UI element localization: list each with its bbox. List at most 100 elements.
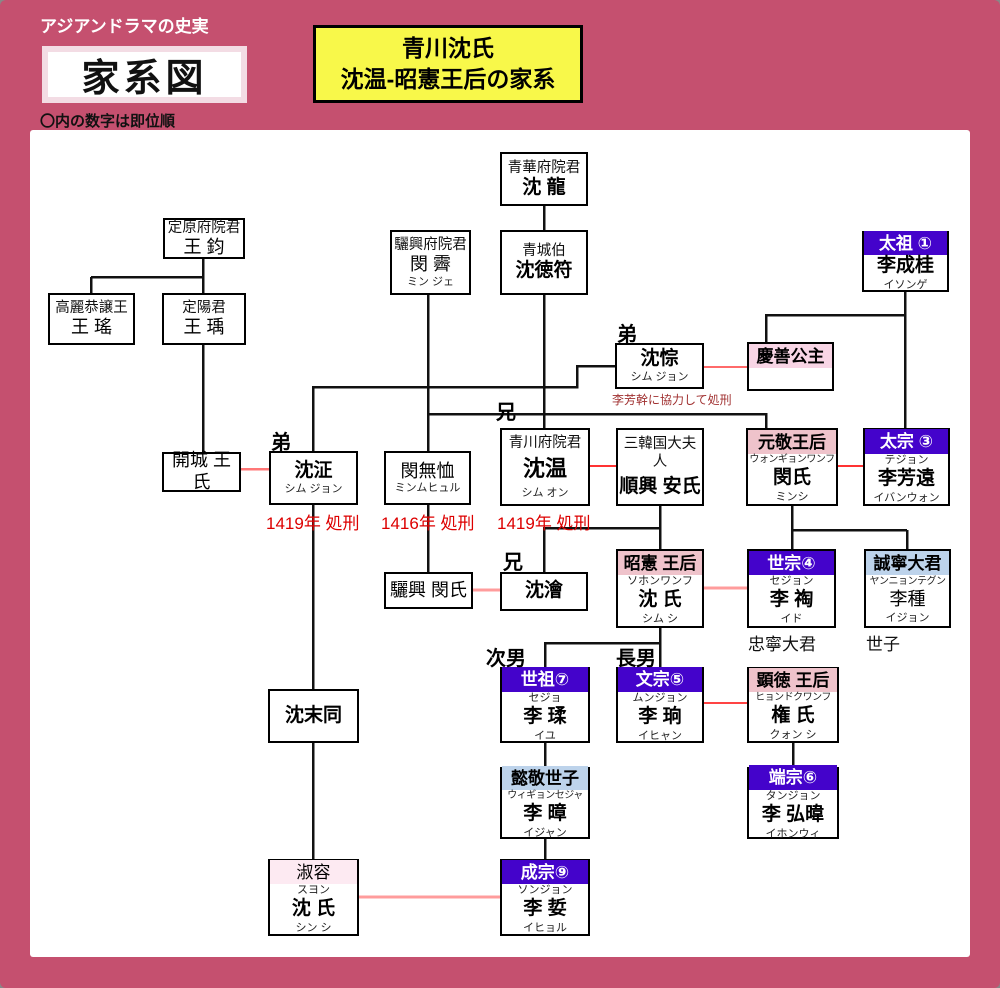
person-kana: ウィギョンセジャ <box>507 790 583 802</box>
person-box-gaeseong-wang: 開城 王氏 <box>162 450 241 492</box>
person-title: 驪興府院君 <box>394 237 467 254</box>
person-box-sukyong: 淑容 スヨン 沈 氏 シン シ <box>268 859 359 936</box>
king-header: 世宗④ <box>749 550 834 576</box>
legend-note: 〇内の数字は即位順 <box>40 113 176 130</box>
person-box-shim-jong: 沈悰 シム ジョン <box>615 343 704 389</box>
person-kana: ムンジョン <box>632 691 688 704</box>
relation-label-second-son: 次男 <box>486 648 526 670</box>
person-box-sunheung-an: 三韓国大夫人 順興 安氏 <box>616 428 704 506</box>
person-name: 李 娎 <box>523 898 567 920</box>
person-name: 開城 王氏 <box>171 450 231 492</box>
person-name: 閔氏 <box>772 467 811 489</box>
princess-header: 慶善公主 <box>749 344 832 369</box>
person-name: 順興 安氏 <box>619 476 701 498</box>
person-name: 王 鈞 <box>183 236 225 257</box>
person-kana: ウォンギョンワンフ <box>749 454 835 466</box>
person-kana: ミンムヒュル <box>394 482 461 495</box>
person-box-munjong: 文宗⑤ ムンジョン 李 珦 イヒャン <box>616 667 704 743</box>
person-name: 沈 龍 <box>522 176 566 198</box>
person-kana: セジョ <box>528 691 562 704</box>
relation-label-younger-brother-1: 弟 <box>617 324 637 346</box>
person-name: 沈 氏 <box>638 589 682 611</box>
relation-label-younger-brother-2: 弟 <box>271 432 291 454</box>
person-box-shim-maldong: 沈末同 <box>268 689 359 743</box>
relation-label-eldest-son: 長男 <box>616 648 656 670</box>
page-tagline: アジアンドラマの史実 <box>40 17 209 36</box>
person-name: 沈 氏 <box>291 898 336 920</box>
person-name: 王 瑤 <box>70 317 112 338</box>
chart-title-box: 青川沈氏 沈温-昭憲王后の家系 <box>313 25 583 103</box>
king-header: 文宗⑤ <box>618 667 702 692</box>
person-kana: イド <box>780 613 803 626</box>
king-header: 太宗 ③ <box>865 429 948 454</box>
person-box-sejong: 世宗④ セジョン 李 祹 イド <box>747 549 836 628</box>
person-kana: シム シ <box>641 613 679 626</box>
person-kana: タンジョン <box>765 789 821 802</box>
person-kana: テジョン <box>884 453 929 466</box>
person-box-taejo: 太祖 ① 李成桂 イソンゲ <box>862 230 949 292</box>
person-box-hyeondeok: 顕徳 王后 ヒョンドクワンフ 権 氏 クォン シ <box>747 667 839 743</box>
person-box-wang-u: 定陽君 王 瑀 <box>162 293 246 345</box>
person-kana: イユ <box>534 729 556 742</box>
person-name: 王 瑀 <box>183 317 225 338</box>
person-kana: ミンシ <box>775 490 809 503</box>
person-name: 沈徳符 <box>515 260 573 282</box>
person-name: 李 珦 <box>638 705 682 727</box>
person-kana: ミン ジェ <box>406 275 455 288</box>
person-box-sejo: 世祖⑦ セジョ 李 瑈 イユ <box>500 667 590 743</box>
prince-header: 誠寧大君 <box>866 551 949 576</box>
person-box-wang-yo: 高麗恭譲王 王 瑤 <box>48 293 135 345</box>
person-name: 沈温 <box>522 456 567 482</box>
person-title: 高麗恭譲王 <box>55 300 128 317</box>
person-kana: ヤンニョンテグン <box>869 576 947 588</box>
person-title: 青華府院君 <box>507 159 581 176</box>
execution-note-shim-on: 1419年 処刑 <box>497 514 591 533</box>
person-box-shim-hoe: 沈澮 <box>500 572 588 611</box>
person-title: 定陽君 <box>182 300 226 317</box>
person-kana: イヒョル <box>523 922 567 935</box>
person-name: 李 暲 <box>523 803 567 825</box>
person-box-wongyeong: 元敬王后 ウォンギョンワンフ 閔氏 ミンシ <box>746 428 838 506</box>
consort-header: 淑容 <box>270 859 357 885</box>
person-name: 閔 霽 <box>409 254 451 275</box>
person-box-shim-jeong: 沈泟 シム ジョン <box>269 451 358 505</box>
person-kana: イヒャン <box>638 729 682 742</box>
person-name: 李 祹 <box>769 589 814 611</box>
execution-note-shim-jeong: 1419年 処刑 <box>266 514 360 533</box>
person-title: 定原府院君 <box>167 219 241 236</box>
person-box-seongjong: 成宗⑨ ソンジョン 李 娎 イヒョル <box>500 859 590 936</box>
person-kana: スヨン <box>297 884 330 897</box>
person-box-danjong: 端宗⑥ タンジョン 李 弘暐 イホンウィ <box>747 765 839 840</box>
person-title: 青川府院君 <box>508 435 582 452</box>
person-kana: シム オン <box>521 486 569 499</box>
relation-label-elder-brother-2: 兄 <box>503 552 523 574</box>
queen-header: 昭憲 王后 <box>618 550 702 576</box>
king-header: 太祖 ① <box>864 230 947 256</box>
person-name: 沈悰 <box>640 348 679 369</box>
person-name: 権 氏 <box>771 705 815 727</box>
person-kana: クォン シ <box>769 728 817 741</box>
person-name: 沈澮 <box>524 580 563 602</box>
person-box-shim-deokbu: 青城伯 沈徳符 <box>500 230 588 295</box>
queen-header: 顕徳 王后 <box>749 667 837 693</box>
person-name: 沈泟 <box>294 460 333 481</box>
person-box-min-muhyul: 閔無恤 ミンムヒュル <box>384 451 471 505</box>
person-box-min-je: 驪興府院君 閔 霽 ミン ジェ <box>390 230 471 295</box>
chart-title-line1: 青川沈氏 <box>402 34 494 61</box>
person-name: 李 弘暐 <box>761 803 825 825</box>
relation-label-elder-brother-1: 兄 <box>496 402 516 424</box>
person-name: 沈末同 <box>284 704 342 726</box>
person-kana: イバンウォン <box>873 491 940 504</box>
person-kana: ソンジョン <box>517 884 573 897</box>
person-name: 李 瑈 <box>523 705 567 727</box>
prince-header: 懿敬世子 <box>502 765 588 791</box>
person-name: 驪興 閔氏 <box>389 579 467 600</box>
person-name: 閔無恤 <box>400 460 455 481</box>
person-box-shim-on: 青川府院君 沈温 シム オン <box>500 428 590 506</box>
person-name: 李芳遠 <box>877 467 935 489</box>
person-kana: ソホンワンフ <box>627 575 693 588</box>
person-kana: イジョン <box>885 611 930 624</box>
page-title: 家系図 <box>81 58 208 100</box>
king-header: 端宗⑥ <box>749 765 837 790</box>
